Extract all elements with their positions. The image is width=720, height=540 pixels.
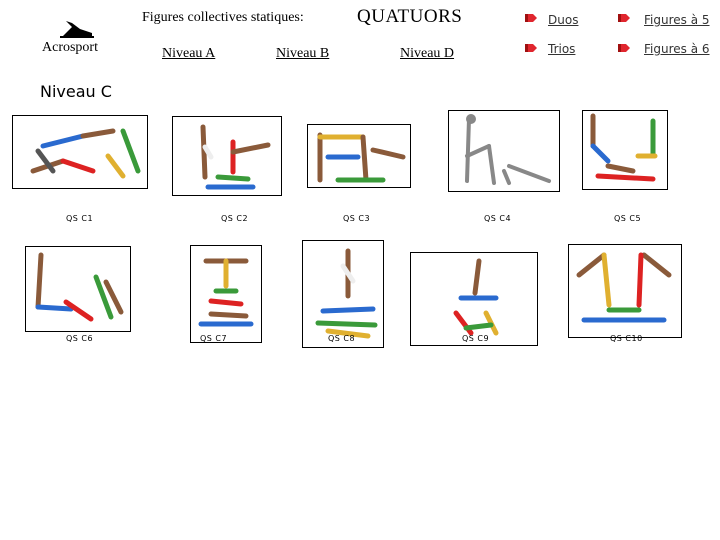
acrobatic-figure-illustration <box>200 124 271 190</box>
figure-caption: QS C5 <box>614 214 642 223</box>
level-d-link[interactable]: Niveau D <box>400 46 455 61</box>
current-level-heading: Niveau C <box>40 82 112 101</box>
figure-thumbnail-qs-c1[interactable] <box>12 115 148 189</box>
app-name: Acrosport <box>42 40 98 55</box>
acrobatic-figure-illustration <box>590 113 658 182</box>
acrobatic-figure-illustration <box>465 114 551 185</box>
figure-caption: QS C4 <box>484 214 512 223</box>
figure-thumbnail-qs-c9[interactable] <box>410 252 538 346</box>
figure-thumbnail-qs-c3[interactable] <box>307 124 411 188</box>
acrobatic-figure-illustration <box>576 252 672 323</box>
figure-thumbnail-qs-c2[interactable] <box>172 116 282 196</box>
figure-thumbnail-qs-c8[interactable] <box>302 240 384 348</box>
duos-link[interactable]: Duos <box>548 13 579 27</box>
nav-arrow-icon <box>618 44 630 52</box>
figure-caption: QS C8 <box>328 334 356 343</box>
acrobatic-figure-illustration <box>198 258 254 327</box>
figure-thumbnail-qs-c7[interactable] <box>190 245 262 343</box>
acrosport-logo-icon <box>60 21 94 38</box>
trios-link[interactable]: Trios <box>548 42 576 56</box>
figure-caption: QS C3 <box>343 214 371 223</box>
acrobatic-figure-illustration <box>35 252 124 322</box>
figures-5-link[interactable]: Figures à 5 <box>644 13 710 27</box>
figure-caption: QS C2 <box>221 214 249 223</box>
nav-arrow-icon <box>618 14 630 22</box>
acrobatic-figure-illustration <box>317 132 406 183</box>
nav-arrow-icon <box>525 44 537 52</box>
acrobatic-figure-illustration <box>453 258 499 336</box>
figure-thumbnail-qs-c10[interactable] <box>568 244 682 338</box>
level-b-link[interactable]: Niveau B <box>276 46 330 61</box>
page-title-prefix: Figures collectives statiques: <box>142 10 304 25</box>
figure-thumbnail-qs-c6[interactable] <box>25 246 131 332</box>
figure-thumbnail-qs-c5[interactable] <box>582 110 668 190</box>
level-a-link[interactable]: Niveau A <box>162 46 216 61</box>
figure-caption: QS C9 <box>462 334 490 343</box>
figure-caption: QS C6 <box>66 334 94 343</box>
acrobatic-figure-illustration <box>315 248 378 339</box>
figure-caption: QS C7 <box>200 334 228 343</box>
figure-caption: QS C10 <box>610 334 643 343</box>
page-title: QUATUORS <box>357 6 463 27</box>
figures-6-link[interactable]: Figures à 6 <box>644 42 710 56</box>
nav-arrow-icon <box>525 14 537 22</box>
acrobatic-figure-illustration <box>30 128 141 179</box>
figure-caption: QS C1 <box>66 214 94 223</box>
figure-thumbnail-qs-c4[interactable] <box>448 110 560 192</box>
